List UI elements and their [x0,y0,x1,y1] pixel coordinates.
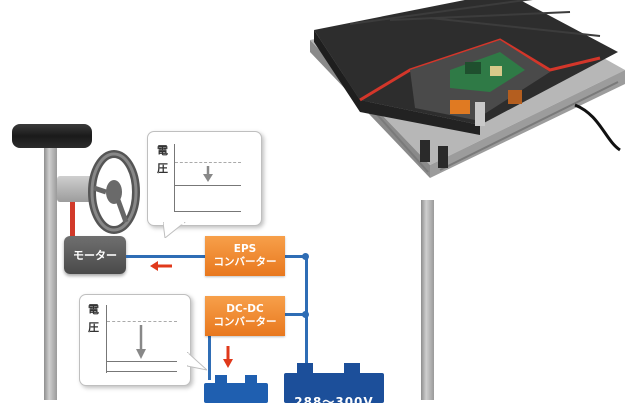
voltage-graph-bottom-axis [106,305,107,373]
flow-arrow-left-icon [150,261,172,271]
steering-wheel-icon [88,150,140,234]
dcdc-converter-line1: DC-DC [226,303,264,315]
motor-shaft [70,202,75,236]
auxiliary-battery-terminal-right [245,375,257,385]
auxiliary-battery [204,383,268,403]
voltage-graph-top-level-line [175,185,241,186]
junction-dot-top [302,253,309,260]
voltage-graph-top-tail [163,222,186,238]
voltage-graph-bottom-label: 電 圧 [88,303,99,334]
voltage-graph-bottom-baseline [107,371,177,372]
voltage-drop-arrow-icon [203,166,213,182]
voltage-graph-bottom: 電 圧 [79,294,191,386]
voltage-large-drop-arrow-icon [136,325,146,359]
motor-box: モーター [64,236,126,274]
power-control-unit-image [310,0,625,178]
auxiliary-battery-terminal-left [215,375,227,385]
junction-dot-middle [302,311,309,318]
hv-battery-terminal-right [344,363,360,375]
high-voltage-battery-label: 288～300V [294,395,374,409]
voltage-graph-top-baseline [175,211,241,212]
eps-converter-box: EPS コンバーター [205,236,285,276]
voltage-graph-top: 電 圧 [147,131,262,226]
voltage-graph-bottom-tail [187,352,207,371]
dcdc-converter-box: DC-DC コンバーター [205,296,285,336]
wire-dcdc-to-12v [208,334,211,380]
eps-converter-line2: コンバーター [213,256,277,268]
wire-dcdc-to-bus [284,313,307,316]
right-support-pole [421,200,434,400]
voltage-graph-top-dashed-line [175,162,241,163]
wire-eps-to-motor [126,255,206,258]
voltage-graph-top-axis [174,144,175,212]
motor-label: モーター [73,249,117,262]
wheel-tire [12,124,92,148]
hv-battery-terminal-left [297,363,313,375]
dcdc-converter-line2: コンバーター [213,316,277,328]
voltage-graph-bottom-level-line [107,361,177,362]
voltage-graph-top-label: 電 圧 [157,144,168,175]
flow-arrow-down-icon [223,346,233,368]
eps-converter-line1: EPS [233,243,257,255]
left-support-pole [44,140,57,400]
voltage-graph-bottom-dashed-line [107,321,177,322]
high-voltage-battery: 288～300V [284,373,384,409]
wire-eps-to-bus [284,255,307,258]
